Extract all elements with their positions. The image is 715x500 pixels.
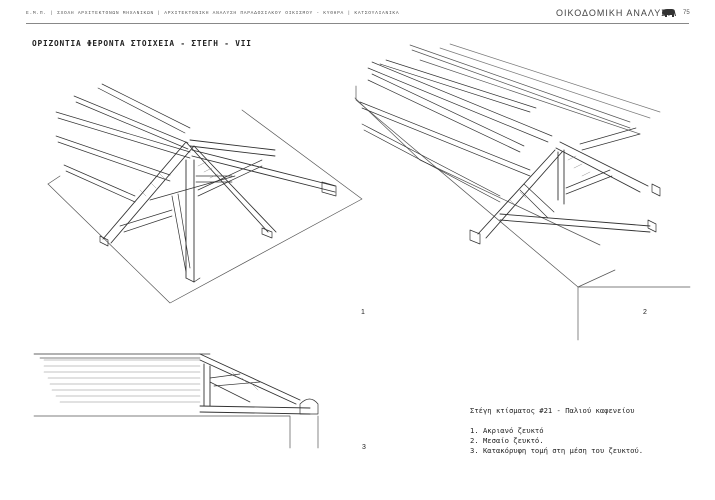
figure-1-drawing — [47, 83, 363, 304]
figure-caption: Στέγη κτίσματος #21 - Παλιού καφενείου 1… — [470, 406, 643, 456]
figure-2-number: 2 — [643, 309, 647, 316]
figure-2-drawing — [354, 43, 691, 341]
running-header: Ε.Μ.Π. | ΣΧΟΛΗ ΑΡΧΙΤΕΚΤΟΝΩΝ ΜΗΧΑΝΙΚΩΝ | … — [26, 11, 400, 16]
caption-list: 1. Ακριανό ζευκτό 2. Μεσαίο ζευκτό. 3. Κ… — [470, 426, 643, 456]
section-title: ΟΡΙΖΟΝΤΙΑ ΦΕΡΟΝΤΑ ΣΤΟΙΧΕΙΑ - ΣΤΕΓΗ - VII — [32, 39, 252, 48]
caption-item: 1. Ακριανό ζευκτό — [470, 426, 544, 435]
header-rule — [26, 23, 689, 24]
caption-title: Στέγη κτίσματος #21 - Παλιού καφενείου — [470, 406, 635, 415]
elephant-logo-icon — [662, 9, 676, 17]
page-number: 75 — [683, 10, 690, 16]
figure-3-number: 3 — [362, 444, 366, 451]
figure-3-drawing — [33, 353, 319, 449]
caption-item: 2. Μεσαίο ζευκτό. — [470, 436, 544, 445]
figure-1-number: 1 — [361, 309, 365, 316]
caption-item: 3. Κατακόρυφη τομή στη μέση του ζευκτού. — [470, 446, 644, 455]
section-header: ΟΙΚΟΔΟΜΙΚΗ ΑΝΑΛΥΣΗ — [556, 8, 676, 18]
